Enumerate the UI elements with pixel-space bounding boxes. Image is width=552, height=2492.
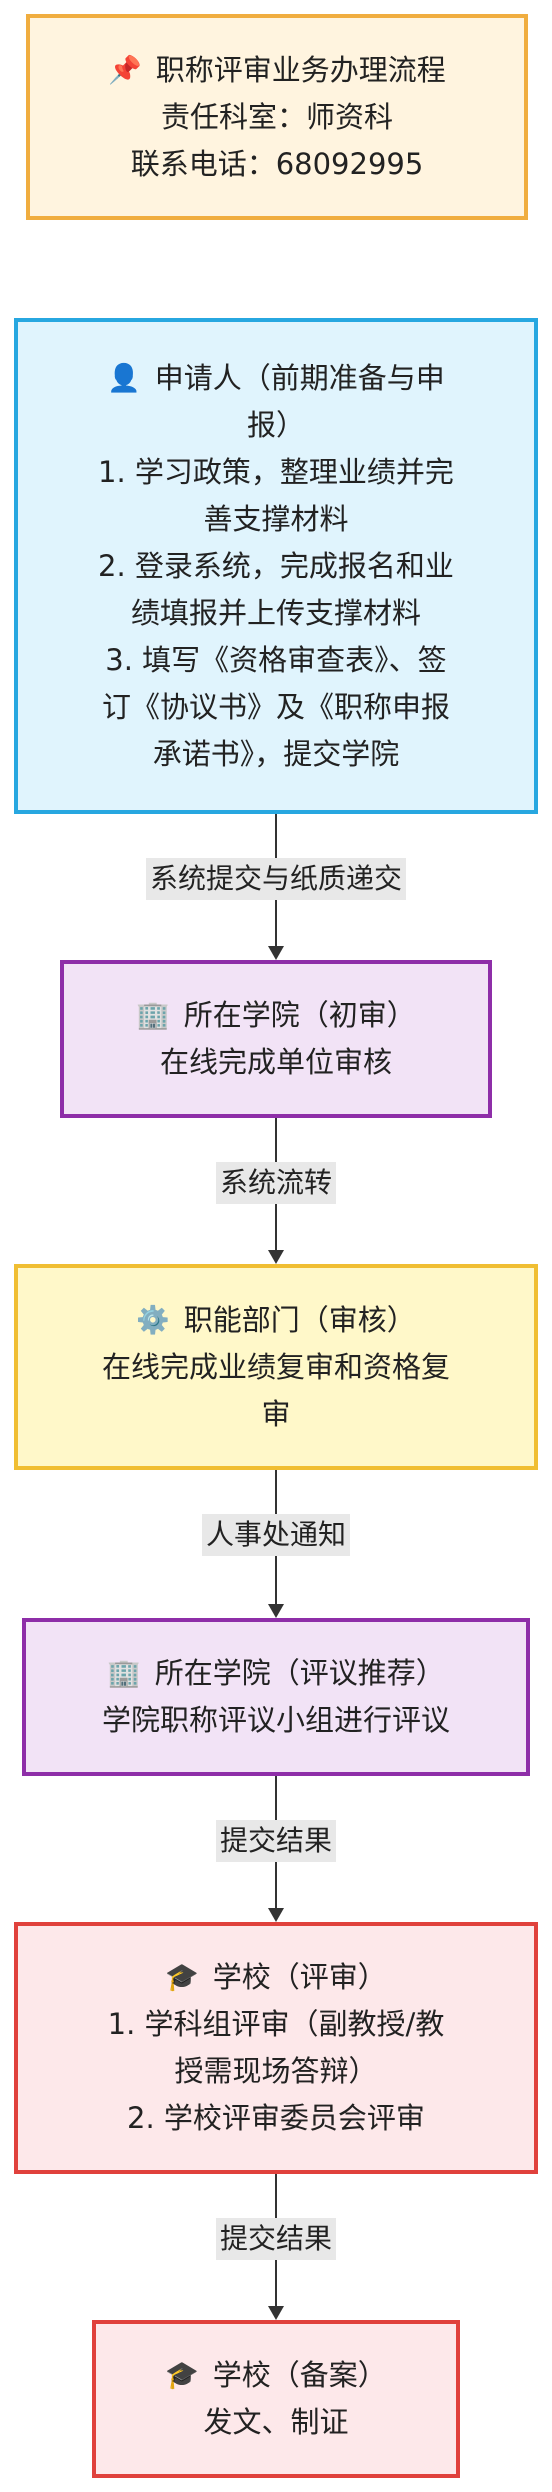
title-node: 📌 职称评审业务办理流程 责任科室：师资科 联系电话：68092995 xyxy=(26,14,528,220)
gear-icon: ⚙️ xyxy=(136,1304,170,1336)
school-review-heading: 🎓 学校（评审） xyxy=(165,1954,387,2001)
school-review-line-1: 学校（评审） xyxy=(212,1960,387,1994)
pushpin-icon: 📌 xyxy=(108,54,142,86)
applicant-node-line-4: 善支撑材料 xyxy=(203,501,349,536)
applicant-node-line-7: 3. 填写《资格审查表》、签 xyxy=(105,642,447,677)
edge-school-to-record xyxy=(275,2174,277,2306)
college-initial-line-1: 所在学院（初审） xyxy=(183,998,416,1032)
applicant-node-line-1: 申请人（前期准备与申 xyxy=(154,360,445,395)
arrowhead-1 xyxy=(268,946,284,960)
applicant-node-line-5: 2. 登录系统，完成报名和业 xyxy=(98,548,454,583)
applicant-node-line-9: 承诺书》，提交学院 xyxy=(152,736,400,771)
edge-college-to-dept xyxy=(275,1118,277,1250)
college-initial-line-2: 在线完成单位审核 xyxy=(159,1045,392,1079)
title-node-line-1: 职称评审业务办理流程 xyxy=(155,52,446,87)
edge-dept-to-college xyxy=(275,1470,277,1604)
college-recommend-heading: 🏢 所在学院（评议推荐） xyxy=(107,1650,445,1697)
applicant-node-line-8: 订《协议书》及《职称申报 xyxy=(101,689,450,724)
college-recommend-node: 🏢 所在学院（评议推荐） 学院职称评议小组进行评议 xyxy=(22,1618,530,1776)
school-review-node: 🎓 学校（评审） 1. 学科组评审（副教授/教 授需现场答辩） 2. 学校评审委… xyxy=(14,1922,538,2174)
edge-applicant-to-college xyxy=(275,814,277,946)
title-node-heading: 📌 职称评审业务办理流程 xyxy=(108,47,446,94)
applicant-node-heading: 👤 申请人（前期准备与申 xyxy=(107,355,445,402)
department-line-3: 审 xyxy=(261,1396,291,1431)
title-node-line-2: 责任科室：师资科 xyxy=(160,99,393,134)
college-initial-heading: 🏢 所在学院（初审） xyxy=(136,992,416,1039)
arrowhead-4 xyxy=(268,1908,284,1922)
applicant-node-line-2: 报） xyxy=(246,407,305,442)
department-node: ⚙️ 职能部门（审核） 在线完成业绩复审和资格复 审 xyxy=(14,1264,538,1470)
college-recommend-line-1: 所在学院（评议推荐） xyxy=(154,1656,445,1690)
school-record-line-1: 学校（备案） xyxy=(212,2358,387,2392)
office-building-icon: 🏢 xyxy=(136,1000,170,1031)
school-record-line-2: 发文、制证 xyxy=(203,2405,349,2439)
school-record-node: 🎓 学校（备案） 发文、制证 xyxy=(92,2320,460,2478)
applicant-node: 👤 申请人（前期准备与申 报） 1. 学习政策，整理业绩并完 善支撑材料 2. … xyxy=(14,318,538,814)
applicant-node-line-6: 绩填报并上传支撑材料 xyxy=(130,595,421,630)
school-record-heading: 🎓 学校（备案） xyxy=(165,2352,387,2399)
college-initial-node: 🏢 所在学院（初审） 在线完成单位审核 xyxy=(60,960,492,1118)
title-node-line-3: 联系电话：68092995 xyxy=(130,146,424,181)
department-heading: ⚙️ 职能部门（审核） xyxy=(136,1297,416,1344)
arrowhead-2 xyxy=(268,1250,284,1264)
school-review-line-4: 2. 学校评审委员会评审 xyxy=(127,2101,425,2135)
arrowhead-5 xyxy=(268,2306,284,2320)
graduation-cap-icon: 🎓 xyxy=(165,1962,199,1993)
edge-college-to-school xyxy=(275,1776,277,1908)
office-building-icon: 🏢 xyxy=(107,1658,141,1689)
college-recommend-line-2: 学院职称评议小组进行评议 xyxy=(101,1703,450,1737)
applicant-node-line-3: 1. 学习政策，整理业绩并完 xyxy=(98,454,454,489)
graduation-cap-icon: 🎓 xyxy=(165,2360,199,2391)
department-line-1: 职能部门（审核） xyxy=(183,1302,416,1337)
person-icon: 👤 xyxy=(107,362,141,394)
school-review-line-2: 1. 学科组评审（副教授/教 xyxy=(107,2007,445,2041)
arrowhead-3 xyxy=(268,1604,284,1618)
school-review-line-3: 授需现场答辩） xyxy=(174,2054,378,2088)
department-line-2: 在线完成业绩复审和资格复 xyxy=(101,1349,450,1384)
